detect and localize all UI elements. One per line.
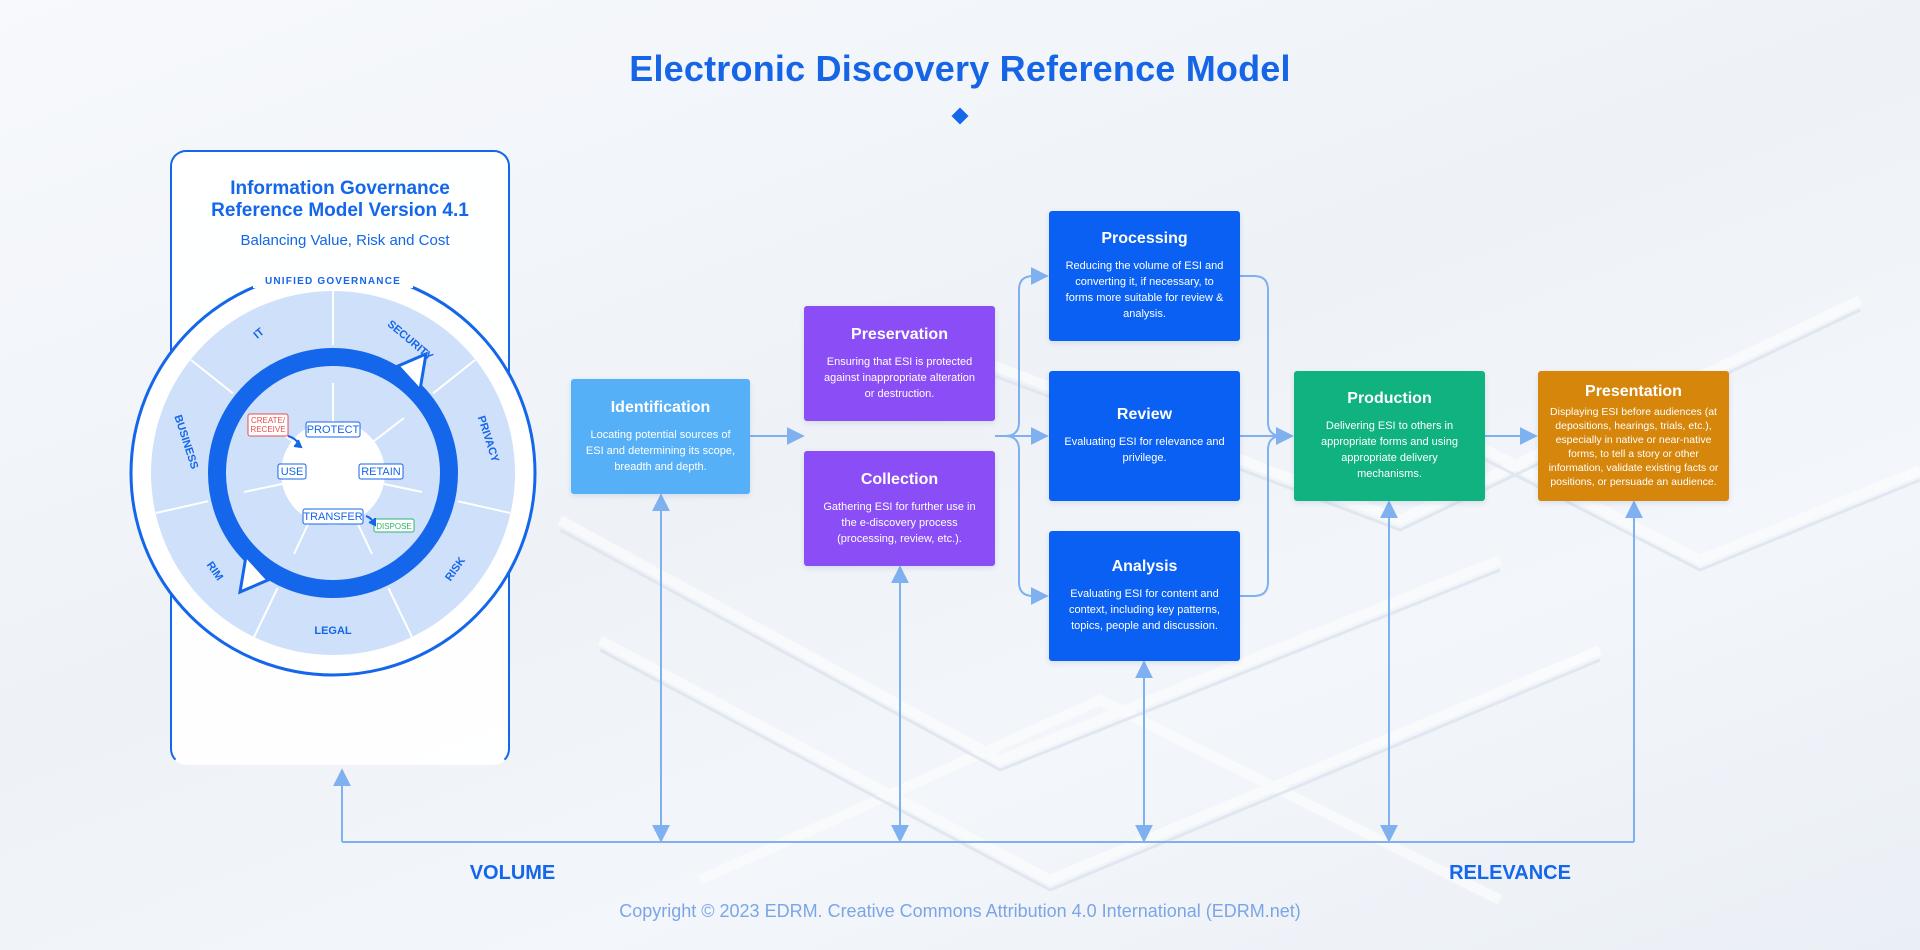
volume-label: VOLUME xyxy=(469,862,556,884)
node-processing[interactable]: Processing Reducing the volume of ESI an… xyxy=(1049,211,1240,341)
igrm-title-line1: Information Governance xyxy=(230,178,450,199)
relevance-label: RELEVANCE xyxy=(1449,862,1571,884)
node-title: Presentation xyxy=(1585,383,1682,400)
node-description: Reducing the volume of ESI and convertin… xyxy=(1065,260,1224,320)
copyright-notice: Copyright © 2023 EDRM. Creative Commons … xyxy=(619,901,1301,921)
lifecycle-use: USE xyxy=(281,466,304,478)
lifecycle-protect: PROTECT xyxy=(307,424,360,436)
segment-legal: LEGAL xyxy=(314,625,352,637)
lifecycle-transfer: TRANSFER xyxy=(303,511,362,523)
edge-to-processing xyxy=(995,267,1049,437)
lifecycle-create-receive-2: RECEIVE xyxy=(250,425,285,434)
node-title: Analysis xyxy=(1111,558,1178,575)
node-title: Production xyxy=(1347,390,1432,407)
node-title: Review xyxy=(1116,406,1173,423)
edge-to-analysis xyxy=(1004,435,1049,605)
node-presentation[interactable]: Presentation Displaying ESI before audie… xyxy=(1538,371,1729,501)
igrm-title-line2: Reference Model Version 4.1 xyxy=(211,200,469,221)
node-identification[interactable]: Identification Locating potential source… xyxy=(571,379,750,494)
node-description: Delivering ESI to others in appropriate … xyxy=(1321,420,1458,480)
lifecycle-create-receive-1: CREATE/ xyxy=(251,416,286,425)
ring-label: UNIFIED GOVERNANCE xyxy=(265,276,401,287)
node-description: Displaying ESI before audiences (at depo… xyxy=(1548,406,1719,488)
node-title: Processing xyxy=(1101,230,1188,247)
node-description: Locating potential sources of ESI and de… xyxy=(585,428,736,473)
title-divider xyxy=(340,107,1580,125)
page-title: Electronic Discovery Reference Model xyxy=(629,48,1291,89)
node-production[interactable]: Production Delivering ESI to others in a… xyxy=(1294,371,1485,501)
igrm-title: Information Governance Reference Model V… xyxy=(170,178,510,222)
node-title: Collection xyxy=(860,470,939,488)
edge-processing-production xyxy=(1240,275,1294,445)
node-description: Evaluating ESI for relevance and privile… xyxy=(1064,436,1225,464)
node-analysis[interactable]: Analysis Evaluating ESI for content and … xyxy=(1049,531,1240,661)
cycle-arrow-icon xyxy=(238,351,428,595)
igrm-wheel: UNIFIED GOVERNANCE IT SECURITY PRIVACY R… xyxy=(129,268,537,677)
node-description: Gathering ESI for further use in the e-d… xyxy=(823,500,976,545)
igrm-subtitle: Balancing Value, Risk and Cost xyxy=(240,232,450,249)
node-review[interactable]: Review Evaluating ESI for relevance and … xyxy=(1049,371,1240,501)
node-title: Identification xyxy=(610,398,711,416)
edge-analysis-production xyxy=(1240,435,1283,597)
node-preservation[interactable]: Preservation Ensuring that ESI is protec… xyxy=(804,306,995,421)
node-description: Ensuring that ESI is protected against i… xyxy=(823,355,976,400)
lifecycle-retain: RETAIN xyxy=(361,466,401,478)
node-title: Preservation xyxy=(851,325,948,343)
diamond-icon xyxy=(951,107,969,125)
node-collection[interactable]: Collection Gathering ESI for further use… xyxy=(804,451,995,566)
node-description: Evaluating ESI for content and context, … xyxy=(1068,588,1221,632)
lifecycle-dispose: DISPOSE xyxy=(376,522,412,531)
